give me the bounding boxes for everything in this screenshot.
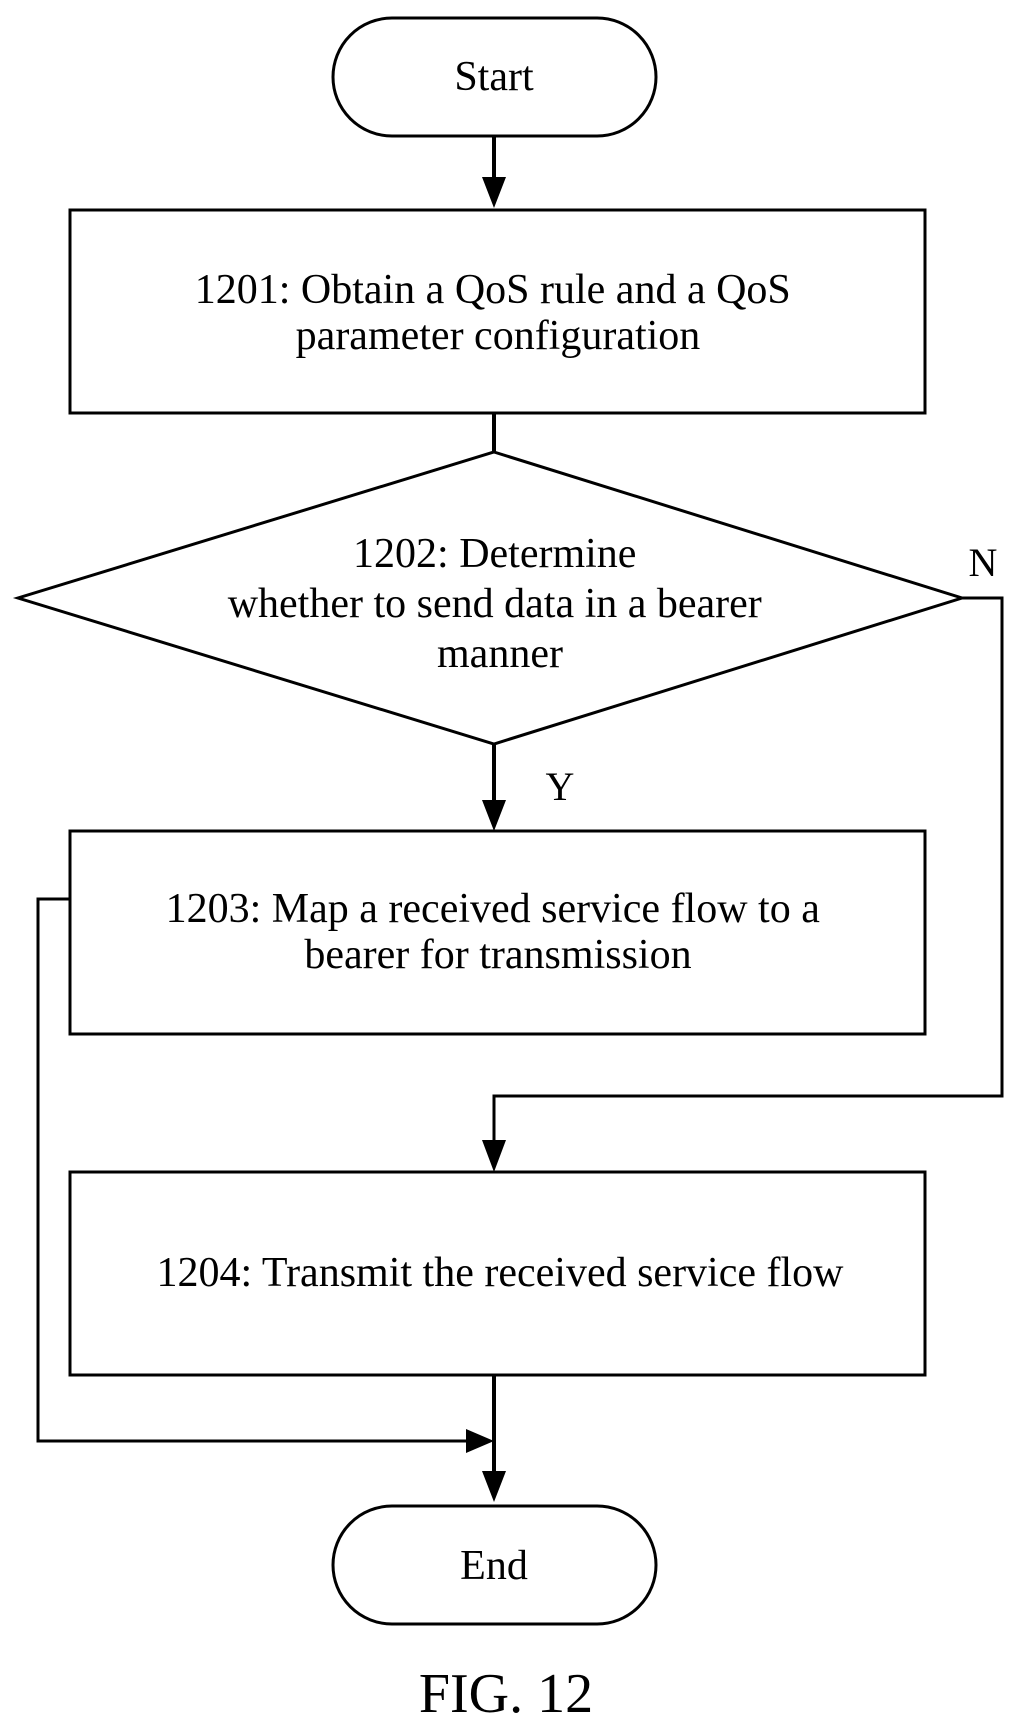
step-1202-line-3: manner: [437, 631, 563, 677]
step-1202-line-2: whether to send data in a bearer: [228, 581, 762, 627]
step-1204-text: 1204: Transmit the received service flow: [156, 1250, 844, 1296]
connector-start-to-1201: [482, 136, 506, 208]
step-1202-line-1: 1202: Determine: [353, 531, 636, 577]
figure-caption: FIG. 12: [419, 1663, 593, 1725]
step-1203-line-1: 1203: Map a received service flow to a: [166, 886, 821, 932]
branch-no-label: N: [969, 540, 998, 585]
step-1203-line-2: bearer for transmission: [304, 932, 691, 978]
branch-yes-label: Y: [546, 764, 575, 809]
step-1201-line-2: parameter configuration: [296, 313, 701, 359]
end-label: End: [460, 1543, 528, 1589]
connector-yes-1202-to-1203: [482, 744, 506, 831]
start-label: Start: [454, 54, 534, 100]
step-1201-line-1: 1201: Obtain a QoS rule and a QoS: [195, 267, 791, 313]
step-1204-line-1: 1204: Transmit the received service flow: [156, 1250, 844, 1296]
